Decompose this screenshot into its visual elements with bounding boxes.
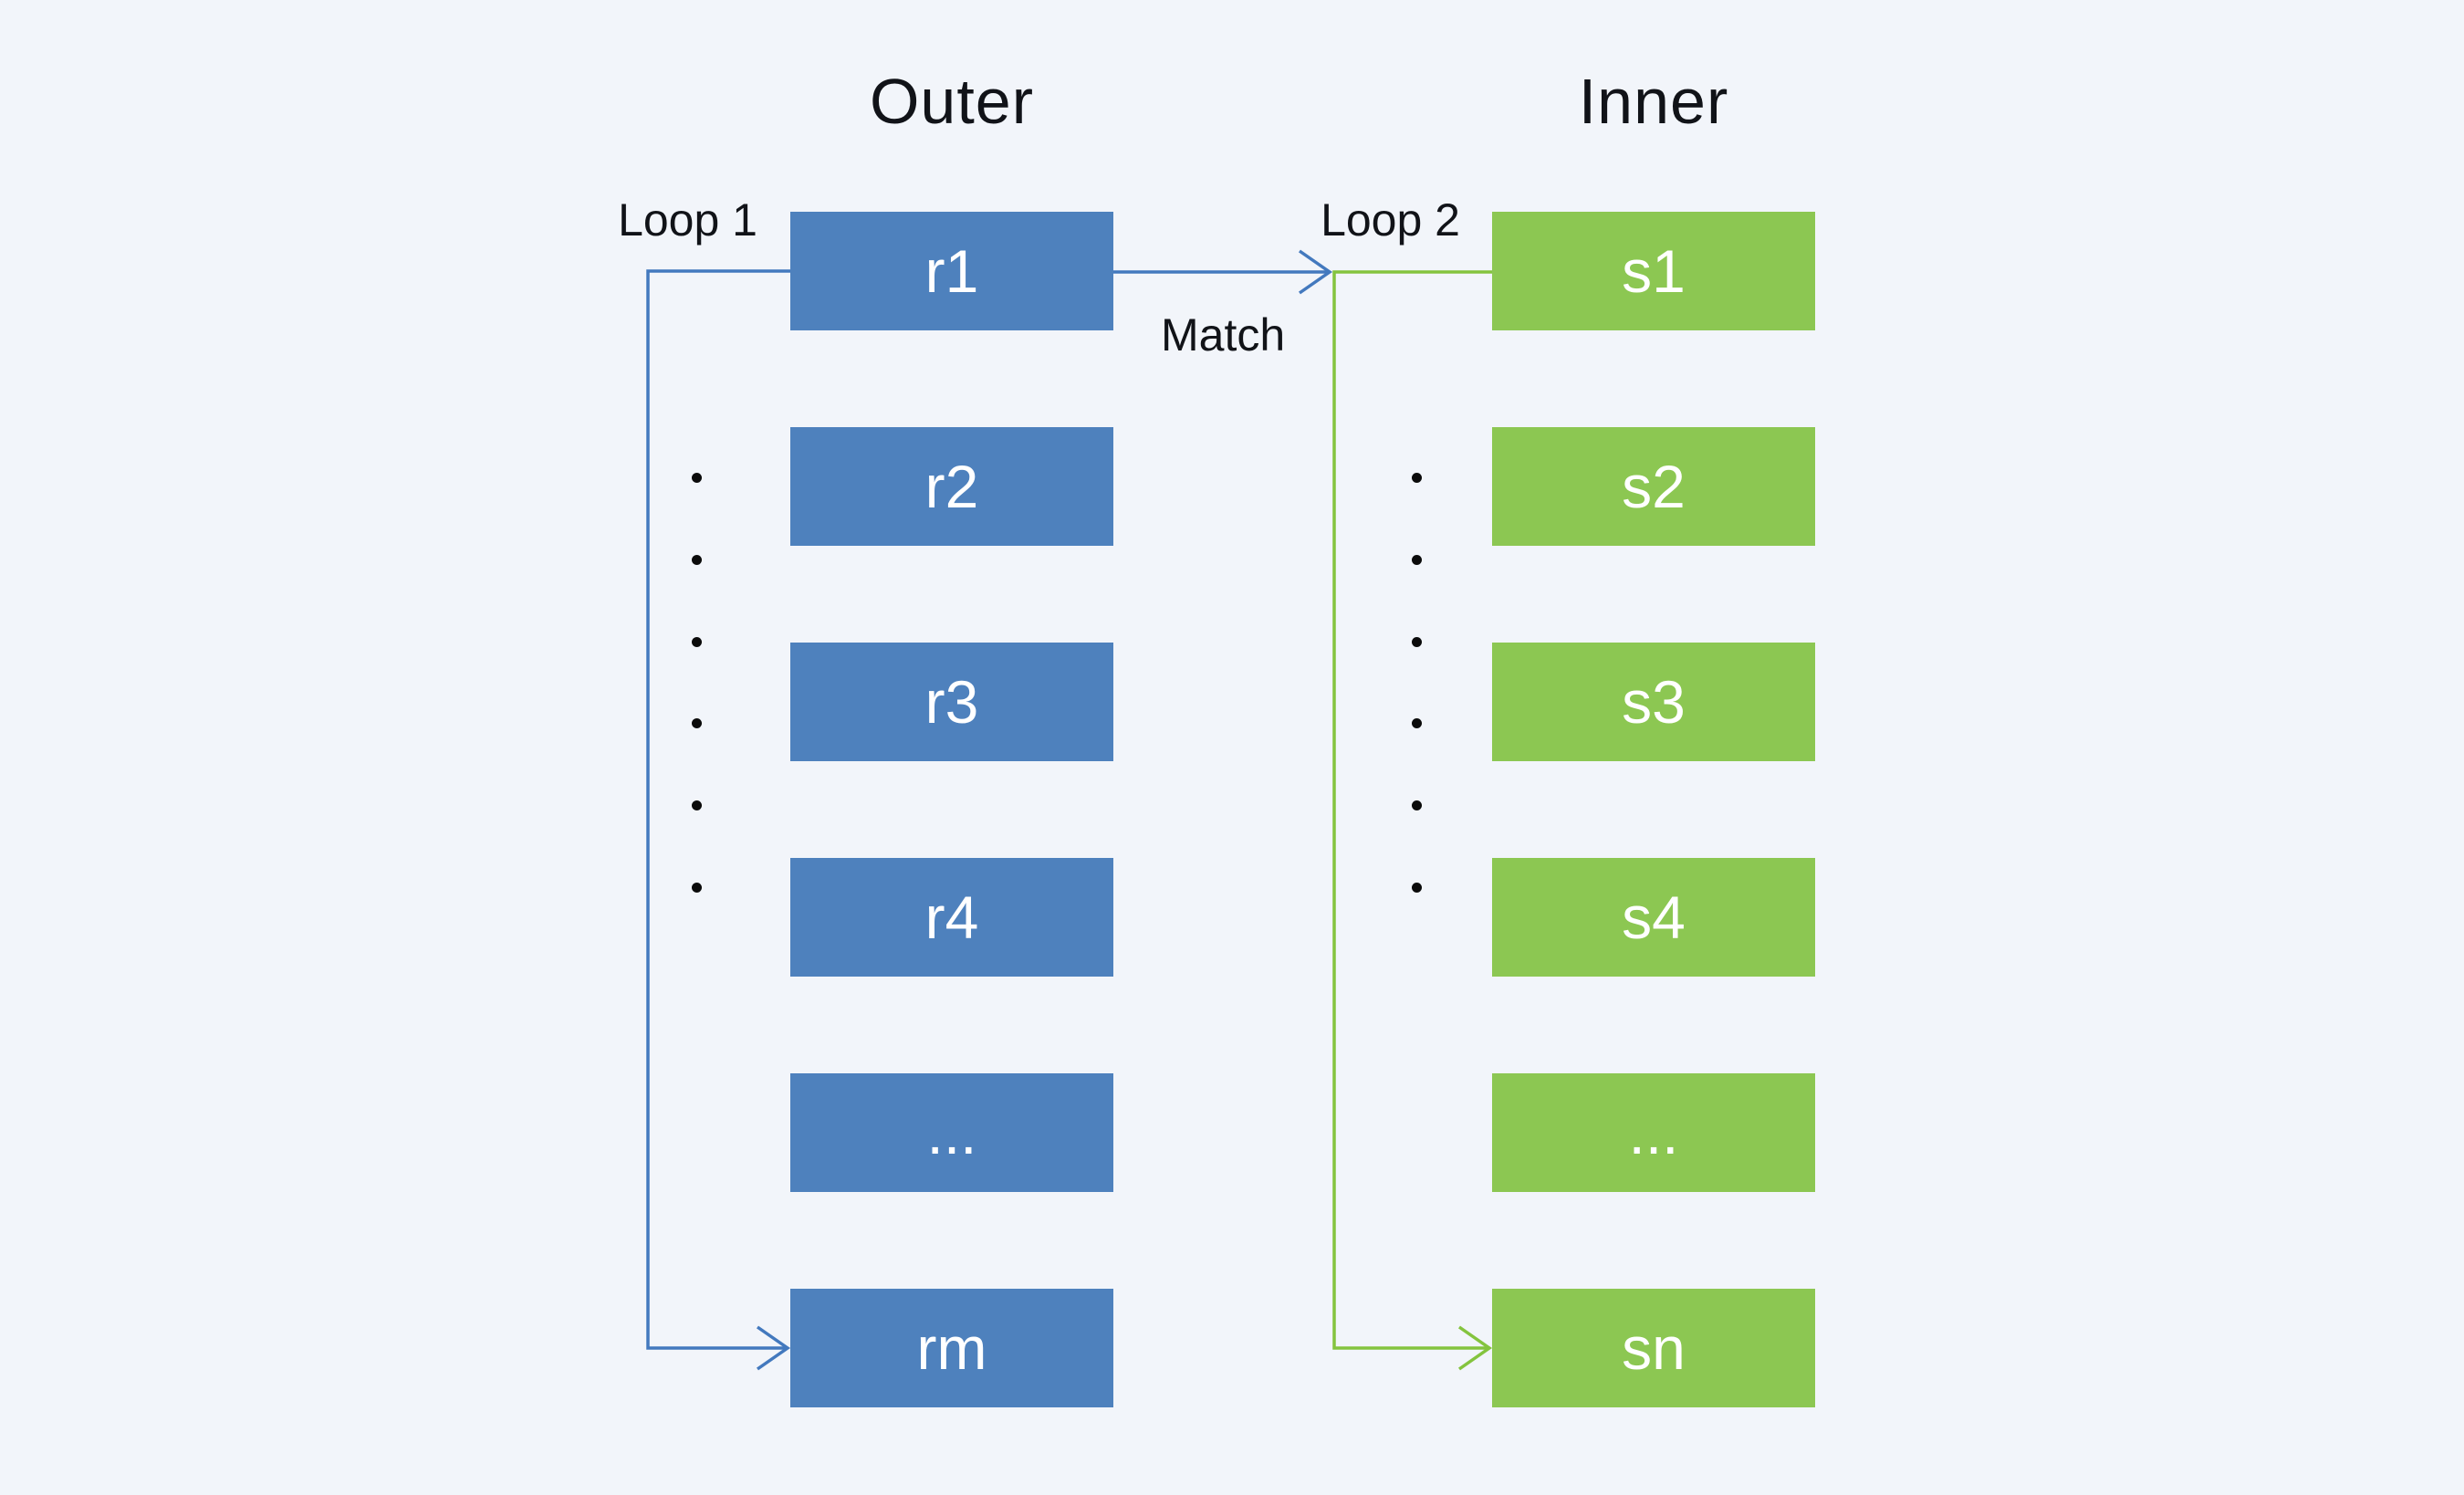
inner-vertical-ellipsis: [1411, 473, 1422, 893]
inner-box-ellipsis: ...: [1492, 1073, 1815, 1192]
inner-loop-arrowhead-icon: [1457, 1325, 1493, 1371]
outer-loop-arrowhead-icon: [756, 1325, 791, 1371]
outer-box-r4: r4: [790, 858, 1113, 977]
outer-loop-line: [646, 269, 790, 1350]
vertical-ellipsis-dot: [1411, 473, 1422, 483]
outer-box-ellipsis: ...: [790, 1073, 1113, 1192]
vertical-ellipsis-dot: [1411, 882, 1422, 893]
inner-box-sn: sn: [1492, 1289, 1815, 1407]
vertical-ellipsis-dot: [691, 718, 702, 729]
match-arrowhead-icon: [1298, 249, 1333, 295]
inner-box-s1: s1: [1492, 212, 1815, 330]
outer-box-rm: rm: [790, 1289, 1113, 1407]
outer-vertical-ellipsis: [691, 473, 702, 893]
vertical-ellipsis-dot: [1411, 636, 1422, 647]
loop2-label: Loop 2: [1321, 194, 1460, 246]
match-label: Match: [1161, 309, 1286, 361]
inner-loop-line: [1332, 270, 1492, 1350]
inner-box-s4: s4: [1492, 858, 1815, 977]
outer-column-title: Outer: [869, 66, 1035, 137]
vertical-ellipsis-dot: [691, 473, 702, 483]
inner-column-title: Inner: [1578, 66, 1729, 137]
vertical-ellipsis-dot: [691, 554, 702, 565]
inner-box-s3: s3: [1492, 643, 1815, 761]
vertical-ellipsis-dot: [1411, 800, 1422, 811]
vertical-ellipsis-dot: [1411, 554, 1422, 565]
vertical-ellipsis-dot: [691, 636, 702, 647]
loop1-label: Loop 1: [618, 194, 757, 246]
vertical-ellipsis-dot: [691, 882, 702, 893]
vertical-ellipsis-dot: [1411, 718, 1422, 729]
inner-box-s2: s2: [1492, 427, 1815, 546]
outer-box-r1: r1: [790, 212, 1113, 330]
vertical-ellipsis-dot: [691, 800, 702, 811]
outer-box-r3: r3: [790, 643, 1113, 761]
outer-box-r2: r2: [790, 427, 1113, 546]
